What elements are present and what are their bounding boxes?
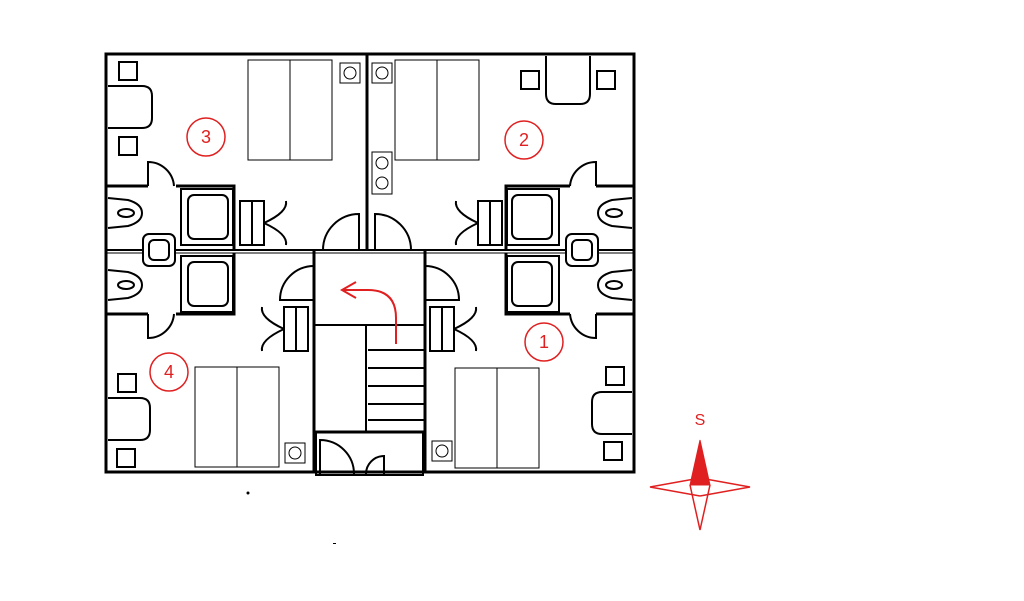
- room-label-1: 1: [524, 322, 564, 362]
- toilet-icon: [596, 269, 633, 301]
- sink-icon: [565, 233, 599, 267]
- sink-icon: [284, 442, 306, 464]
- nightstands: [284, 62, 453, 464]
- room-label-4: 4: [149, 352, 189, 392]
- room-labels: 1 2 3 4: [149, 117, 564, 392]
- door-icon: [147, 313, 175, 340]
- door-icon: [569, 313, 597, 340]
- bed-icon: [454, 367, 540, 469]
- shower-icon: [506, 255, 560, 313]
- door-icon: [147, 160, 175, 187]
- door-icon: [569, 160, 597, 187]
- room-number-1: 1: [539, 332, 549, 352]
- wardrobe-icon: [429, 306, 478, 352]
- room-number-3: 3: [201, 127, 211, 147]
- door-icon: [365, 454, 385, 475]
- stairs-icon: [368, 349, 425, 421]
- door-icon: [374, 212, 412, 251]
- shower-icon: [180, 255, 234, 313]
- table-icon: [108, 85, 153, 129]
- toilet-icon: [107, 269, 144, 301]
- door-icon: [319, 438, 355, 475]
- beds: [194, 59, 540, 469]
- chair-icon: [117, 373, 137, 393]
- door-icon: [278, 265, 315, 301]
- bed-icon: [194, 366, 280, 468]
- arrow-icon: [339, 281, 397, 344]
- sink-icon: [371, 62, 393, 84]
- chair-icon: [520, 70, 540, 90]
- room-number-2: 2: [519, 130, 529, 150]
- compass-label: S: [695, 412, 706, 429]
- door-icon: [424, 265, 461, 301]
- bathroom-fixtures: [107, 188, 633, 313]
- room-number-4: 4: [164, 362, 174, 382]
- chair-icon: [118, 136, 138, 156]
- chair-icon: [116, 448, 136, 468]
- sink-icon: [142, 233, 176, 267]
- sink-icon: [339, 62, 361, 84]
- door-icon: [322, 212, 360, 251]
- compass-icon: S: [649, 412, 751, 531]
- furniture: [108, 56, 632, 468]
- bed-icon: [394, 59, 480, 161]
- wardrobes: [239, 200, 503, 352]
- wardrobe-icon: [239, 200, 288, 246]
- table-icon: [545, 56, 591, 105]
- room-label-3: 3: [186, 117, 226, 157]
- bed-icon: [247, 59, 333, 161]
- chair-icon: [603, 441, 623, 461]
- sink-icon: [431, 440, 453, 462]
- entrance: [315, 431, 424, 476]
- shower-icon: [180, 188, 234, 246]
- chair-icon: [118, 61, 138, 81]
- toilet-icon: [596, 197, 633, 229]
- shower-icon: [506, 188, 560, 246]
- sink-icon: [371, 151, 393, 195]
- wardrobe-icon: [454, 200, 503, 246]
- table-icon: [108, 397, 151, 441]
- wardrobe-icon: [260, 306, 309, 352]
- room-label-2: 2: [504, 120, 544, 160]
- doors: [147, 160, 597, 475]
- toilet-icon: [107, 197, 144, 229]
- chair-icon: [596, 70, 616, 90]
- outer-wall: [104, 52, 636, 474]
- chair-icon: [605, 366, 625, 386]
- table-icon: [591, 391, 632, 435]
- walls: [104, 52, 636, 476]
